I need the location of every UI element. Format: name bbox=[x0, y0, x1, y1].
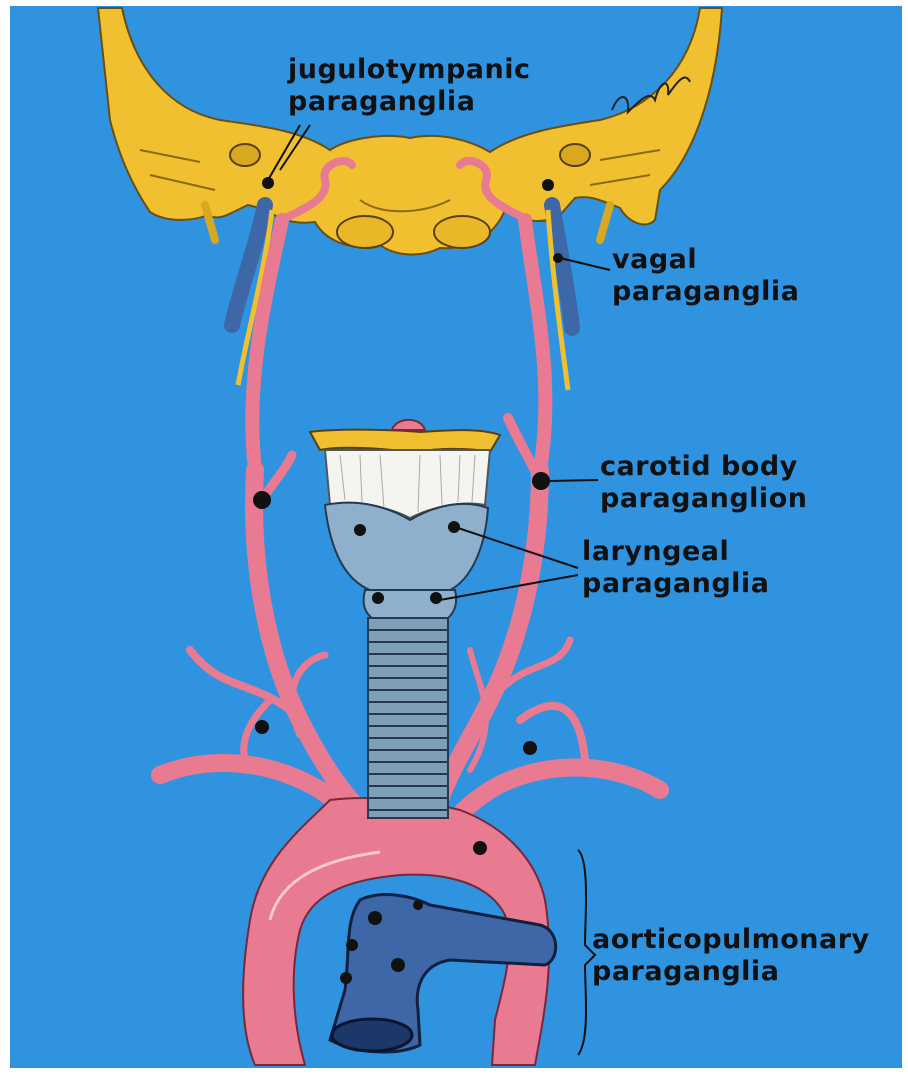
aortic-dot-1 bbox=[473, 841, 487, 855]
skull-foramen-left bbox=[230, 144, 260, 166]
skull-foramen-right bbox=[560, 144, 590, 166]
skull-condyle-left bbox=[337, 216, 393, 248]
aortic-dot-2 bbox=[368, 911, 382, 925]
label-jugulotympanic-line2: paraganglia bbox=[288, 86, 475, 117]
aortic-dot-6 bbox=[413, 900, 423, 910]
aortic-dot-3 bbox=[346, 939, 358, 951]
subclavian-dot-right bbox=[523, 741, 537, 755]
label-laryngeal-line2: paraganglia bbox=[582, 568, 769, 599]
laryngeal-dot-4 bbox=[430, 592, 442, 604]
label-aortico-line2: paraganglia bbox=[592, 956, 779, 987]
laryngeal-dot-3 bbox=[372, 592, 384, 604]
trachea bbox=[368, 618, 448, 818]
label-aortico-line1: aorticopulmonary bbox=[592, 924, 870, 955]
carotid-body-dot-left bbox=[253, 491, 271, 509]
aortic-dot-4 bbox=[391, 958, 405, 972]
laryngeal-dot-2 bbox=[448, 521, 460, 533]
laryngeal-dot-1 bbox=[354, 524, 366, 536]
carotid-body-dot-right bbox=[532, 472, 550, 490]
label-carotid-line1: carotid body bbox=[600, 451, 798, 482]
label-carotid-line2: paraganglion bbox=[600, 483, 807, 514]
label-laryngeal-line1: laryngeal bbox=[582, 536, 729, 567]
jugulotympanic-dot-right bbox=[542, 179, 554, 191]
label-vagal-line1: vagal bbox=[612, 244, 697, 275]
skull-condyle-right bbox=[434, 216, 490, 248]
subclavian-dot-left bbox=[255, 720, 269, 734]
label-vagal-line2: paraganglia bbox=[612, 276, 799, 307]
pulmonary-trunk-opening bbox=[332, 1019, 412, 1051]
leader-carotid bbox=[550, 480, 598, 481]
aortic-dot-5 bbox=[340, 972, 352, 984]
label-jugulotympanic-line1: jugulotympanic bbox=[287, 54, 531, 85]
hyoid-bone bbox=[310, 430, 500, 452]
